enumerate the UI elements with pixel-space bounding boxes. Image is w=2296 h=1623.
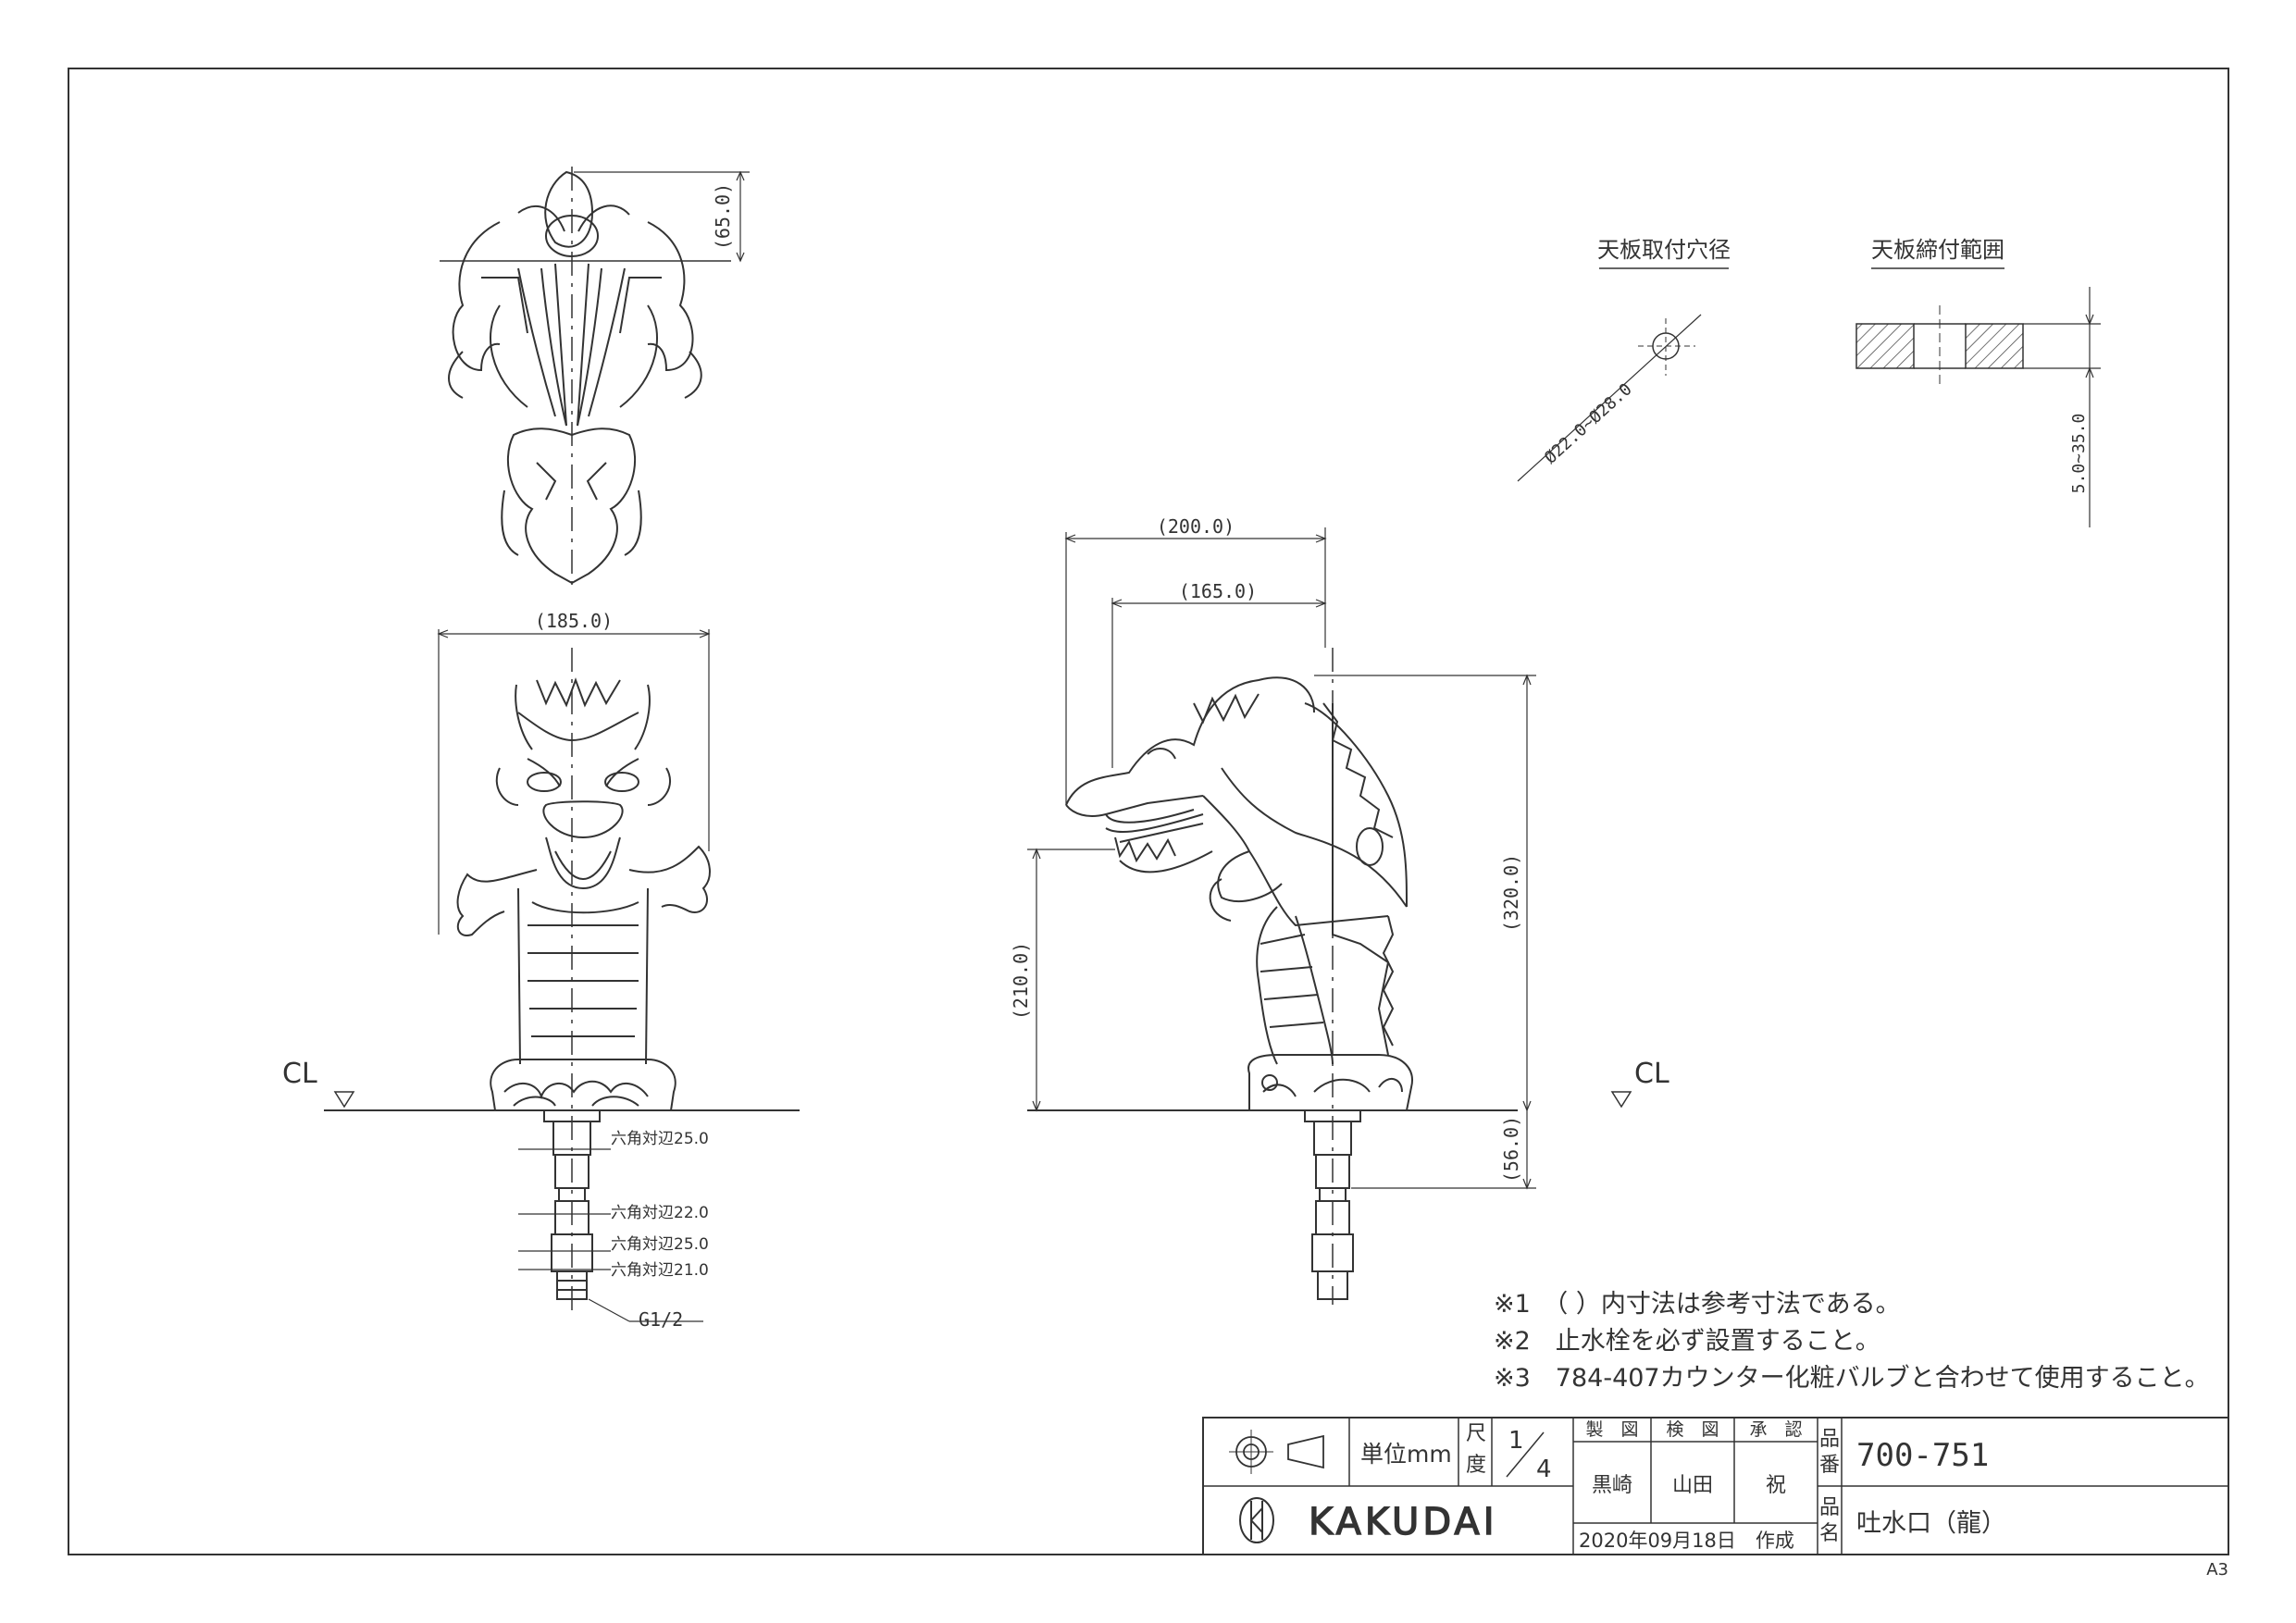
scale-numerator: 1 (1508, 1427, 1524, 1455)
side-cl: CL (1027, 648, 1669, 1305)
part-label-1: 品 (1819, 1428, 1840, 1451)
note-1: ※1 （ ）内寸法は参考寸法である。 (1494, 1290, 1901, 1319)
unit-label: 単位mm (1360, 1441, 1452, 1468)
approved-by: 祝 (1766, 1474, 1786, 1497)
scale-denominator: 4 (1536, 1456, 1552, 1483)
approve-label: 承 認 (1749, 1419, 1802, 1440)
hex-21-label: 六角対辺21.0 (611, 1261, 709, 1280)
side-piping (1304, 1109, 1361, 1300)
kakudai-logo-icon (1239, 1497, 1274, 1543)
dim-side-210: (210.0) (1010, 848, 1115, 1112)
hole-detail: 天板取付穴径 Ø22.0~Ø28.0 (1517, 237, 1731, 482)
dim-side-200: (200.0) (1064, 515, 1327, 805)
front-view (456, 677, 711, 1111)
sheet-size-label: A3 (2206, 1560, 2228, 1580)
hex-25b-label: 六角対辺25.0 (611, 1235, 709, 1254)
dim-label-side-320: (320.0) (1500, 854, 1522, 932)
part-name: 吐水口（龍） (1856, 1509, 2006, 1538)
dim-label-side-56: (56.0) (1500, 1116, 1522, 1183)
clamp-detail: 天板締付範囲 5.0~35.0 (1855, 237, 2101, 527)
part-label-2: 番 (1819, 1454, 1840, 1477)
side-view (1065, 676, 1413, 1111)
projection-symbol-icon (1229, 1430, 1324, 1474)
dim-side-56: (56.0) (1351, 1110, 1536, 1190)
dim-label-front-width: (185.0) (535, 610, 613, 632)
check-label: 検 図 (1666, 1419, 1719, 1440)
dim-side-165: (165.0) (1111, 580, 1327, 768)
hex-25a-label: 六角対辺25.0 (611, 1130, 709, 1148)
top-view (440, 167, 731, 592)
notes: ※1 （ ）内寸法は参考寸法である。 ※2 止水栓を必ず設置すること。 ※3 7… (1494, 1290, 2210, 1393)
dim-front-width: (185.0) (437, 610, 711, 935)
dim-label-side-165: (165.0) (1179, 580, 1257, 602)
note-2: ※2 止水栓を必ず設置すること。 (1494, 1327, 1880, 1356)
name-label-1: 品 (1819, 1496, 1840, 1519)
sheet-border (68, 68, 2229, 1555)
hex-22-label: 六角対辺22.0 (611, 1204, 709, 1222)
dim-label-top-height: (65.0) (712, 183, 734, 250)
hole-detail-title: 天板取付穴径 (1597, 237, 1731, 263)
logo-text: KAKUDAI (1309, 1501, 1498, 1543)
thread-label: G1/2 (639, 1308, 683, 1331)
scale-label-2: 度 (1466, 1454, 1486, 1477)
checked-by: 山田 (1672, 1474, 1713, 1497)
title-block: 単位mm 尺 度 1 4 製 図 検 図 承 認 黒崎 山田 祝 品 番 700… (1202, 1417, 2229, 1555)
created-date: 2020年09月18日 作成 (1579, 1530, 1794, 1552)
clamp-detail-title: 天板締付範囲 (1871, 237, 2004, 263)
hole-dia-label: Ø22.0~Ø28.0 (1541, 379, 1636, 467)
made-label: 製 図 (1585, 1419, 1638, 1440)
dim-label-side-200: (200.0) (1157, 515, 1235, 538)
made-by: 黒崎 (1592, 1474, 1632, 1497)
dim-side-320: (320.0) (1314, 674, 1536, 1112)
hex-dims: 六角対辺25.0 六角対辺22.0 六角対辺25.0 六角対辺21.0 G1/2 (518, 1130, 709, 1331)
dim-label-side-210: (210.0) (1010, 942, 1032, 1020)
cl-label-front: CL (282, 1058, 317, 1090)
scale-label-1: 尺 (1466, 1422, 1486, 1445)
dim-top-height: (65.0) (574, 170, 750, 263)
front-piping (543, 1109, 601, 1300)
part-number: 700-751 (1856, 1437, 1989, 1474)
clamp-range-label: 5.0~35.0 (2069, 414, 2089, 494)
cl-label-side: CL (1634, 1058, 1669, 1090)
note-3: ※3 784-407カウンター化粧バルブと合わせて使用すること。 (1494, 1364, 2210, 1393)
name-label-2: 名 (1819, 1522, 1840, 1545)
